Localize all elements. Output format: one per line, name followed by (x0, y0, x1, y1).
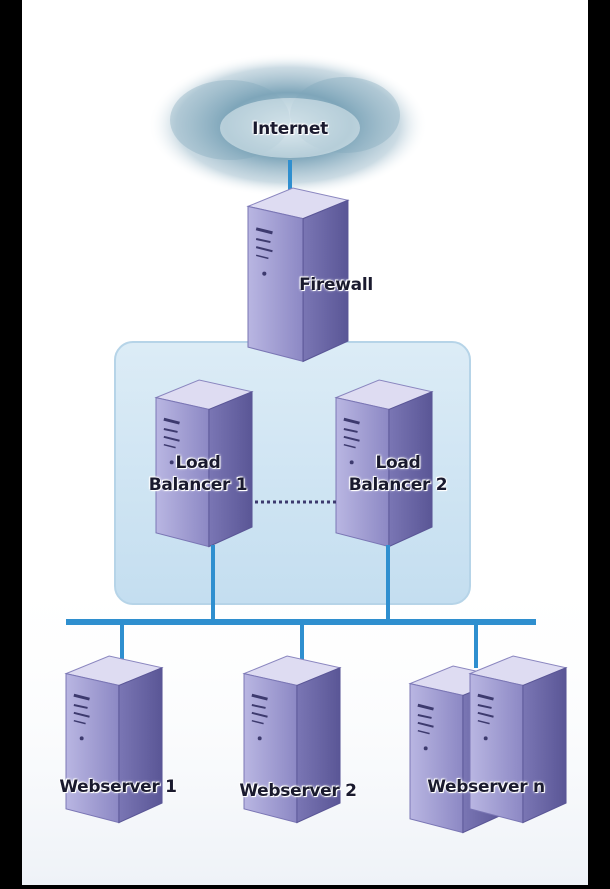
lb-bus-links (211, 545, 390, 622)
webserver-2-label: Webserver 2 (239, 781, 357, 801)
internet-label: Internet (252, 119, 328, 139)
webserver-n-label: Webserver n (427, 777, 545, 797)
load-balancer-1-label: Load Balancer 1 (142, 452, 254, 496)
internet-cloud (148, 53, 428, 197)
load-balancer-2-label-line1: Load (375, 453, 421, 473)
firewall-label: Firewall (299, 275, 373, 295)
load-balancer-2-label: Load Balancer 2 (340, 452, 456, 496)
load-balancer-1-label-line2: Balancer 1 (148, 475, 248, 495)
load-balancer-1-label-line1: Load (175, 453, 221, 473)
webserver-1-label: Webserver 1 (59, 777, 177, 797)
load-balancer-2-label-line2: Balancer 2 (348, 475, 448, 495)
